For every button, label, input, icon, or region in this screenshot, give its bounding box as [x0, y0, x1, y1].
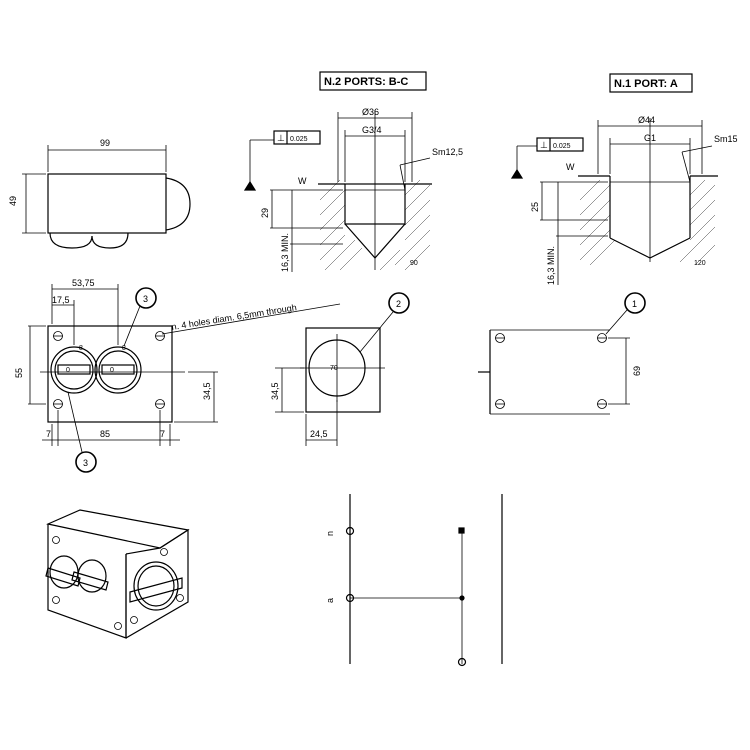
schematic-label-mid: a	[325, 598, 335, 603]
top-dim-17: 17,5	[52, 295, 70, 305]
top-dim-85: 85	[100, 429, 110, 439]
top-dim-7b: 7	[160, 429, 165, 439]
top-callout-3a: 3	[143, 294, 148, 304]
right-dim-vert: 69	[632, 366, 642, 376]
port-a-perp: ⊥	[540, 140, 548, 150]
top-knob-label-1: 0	[66, 367, 70, 374]
port-bc-roughness: Sm12,5	[432, 147, 463, 157]
mid-dim-vert: 34,5	[270, 382, 280, 400]
top-view: 0 0 8 8 53,75 17,5 55 34,5 7 85 7 n. 4 h…	[14, 278, 341, 473]
port-a-dia-outer: Ø44	[638, 115, 655, 125]
mid-dim-horiz: 24,5	[310, 429, 328, 439]
port-bc-dia-outer: Ø36	[362, 107, 379, 117]
header-port-a-text: N.1 PORT: A	[614, 78, 678, 90]
schematic-label-top: n	[325, 531, 335, 536]
top-dim-34: 34,5	[202, 382, 212, 400]
port-bc-perp: ⊥	[277, 133, 285, 143]
port-a-depth: 25	[530, 202, 540, 212]
top-knob-small-2: 8	[122, 345, 126, 352]
mid-knob-label: 70	[330, 365, 338, 372]
top-holes-note: n. 4 holes diam. 6,5mm through	[171, 302, 298, 332]
top-knob-label-2: 0	[110, 367, 114, 374]
mid-view: 70 34,5 24,5 2	[270, 292, 410, 446]
right-callout: 1	[632, 299, 637, 309]
port-a-angle: 120	[694, 260, 706, 267]
port-a-roughness: Sm15	[714, 134, 738, 144]
port-a-flat: 0.025	[553, 143, 571, 150]
port-bc-thread: G3/4	[362, 125, 382, 135]
port-bc-depth: 29	[260, 208, 270, 218]
header-ports-bc-text: N.2 PORTS: B-C	[324, 76, 408, 88]
top-dim-7a: 7	[46, 429, 51, 439]
port-a-min-depth: 16,3 MIN.	[546, 246, 556, 285]
port-bc-min-depth: 16,3 MIN.	[280, 233, 290, 272]
port-bc-flat: 0.025	[290, 136, 308, 143]
front-width-dim: 99	[100, 138, 110, 148]
mid-callout: 2	[396, 299, 401, 309]
header-port-a: N.1 PORT: A	[609, 73, 693, 93]
front-view: 99 49	[8, 138, 191, 249]
top-dim-53: 53,75	[72, 278, 95, 288]
port-bc-v-mark: W	[298, 176, 307, 186]
header-ports-bc: N.2 PORTS: B-C	[319, 71, 427, 91]
top-dim-55: 55	[14, 368, 24, 378]
port-bc-angle: 90	[410, 260, 418, 267]
top-knob-small-1: 8	[79, 345, 83, 352]
port-bc-section: Ø36 G3/4 ⊥ 0.025 W Sm12,5 29 16,3 MIN. 9…	[243, 107, 463, 272]
port-a-thread: G1	[644, 133, 656, 143]
port-a-v-mark: W	[566, 162, 575, 172]
isometric-view	[45, 509, 190, 639]
top-callout-3b: 3	[83, 458, 88, 468]
port-a-section: Ø44 G1 ⊥ 0.025 W Sm15 25 16,3 MIN. 120	[510, 115, 738, 285]
front-height-dim: 49	[8, 196, 18, 206]
schematic: n a	[325, 494, 503, 667]
right-view: 69 1	[478, 292, 646, 415]
